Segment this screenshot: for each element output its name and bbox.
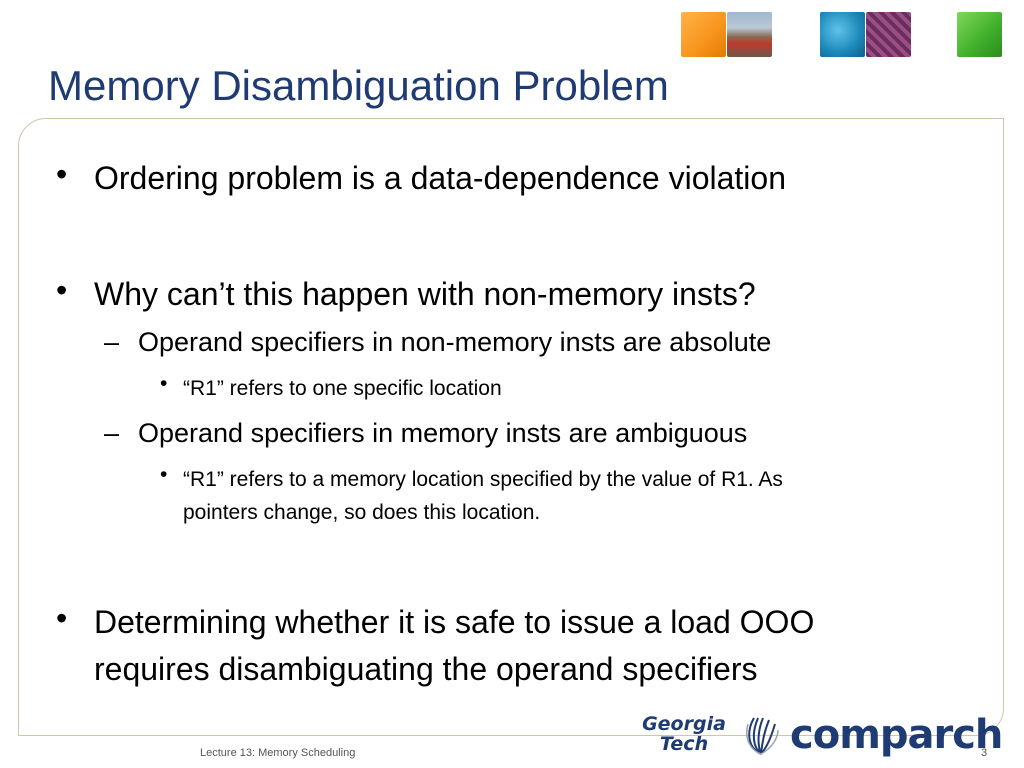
bullet-level2: Operand specifiers in non-memory insts a…: [138, 327, 772, 357]
dash-marker: –: [104, 418, 120, 448]
bullet-level1: Ordering problem is a data-dependence vi…: [94, 160, 786, 196]
bullet-level3-continuation: pointers change, so does this location.: [183, 501, 541, 524]
comparch-logo: comparch: [790, 712, 1003, 758]
bullet-level2: Operand specifiers in memory insts are a…: [138, 418, 748, 448]
bullet-level1: Determining whether it is safe to issue …: [94, 604, 815, 640]
slide-title: Memory Disambiguation Problem: [48, 62, 669, 109]
logo-area: Georgia Tech comparch: [632, 712, 1003, 758]
bullet-marker: •: [160, 372, 168, 395]
bullet-marker: •: [56, 156, 68, 192]
decor-green-square: [957, 12, 1002, 57]
bullet-marker: •: [160, 463, 168, 486]
georgia-tech-line2: Tech: [659, 733, 709, 755]
footer-lecture: Lecture 13: Memory Scheduling: [200, 747, 356, 759]
decor-building-photo: [727, 12, 772, 57]
decor-chip-photo: [866, 12, 911, 57]
bullet-marker: •: [56, 272, 68, 308]
decor-blue-square: [820, 12, 865, 57]
bullet-level3: “R1” refers to a memory location specifi…: [183, 468, 783, 491]
page-number: 3: [981, 747, 988, 759]
content-frame: [18, 118, 1004, 736]
bullet-level1-continuation: requires disambiguating the operand spec…: [94, 651, 758, 687]
georgia-tech-line1: Georgia: [642, 713, 726, 735]
bullet-level3: “R1” refers to one specific location: [183, 377, 502, 400]
bullet-level1: Why can’t this happen with non-memory in…: [94, 276, 756, 312]
dash-marker: –: [104, 327, 120, 357]
georgia-tech-logo: Georgia Tech: [632, 714, 736, 754]
tower-fan-icon: [746, 717, 779, 755]
bullet-marker: •: [56, 600, 68, 636]
decor-orange-square: [681, 12, 726, 57]
